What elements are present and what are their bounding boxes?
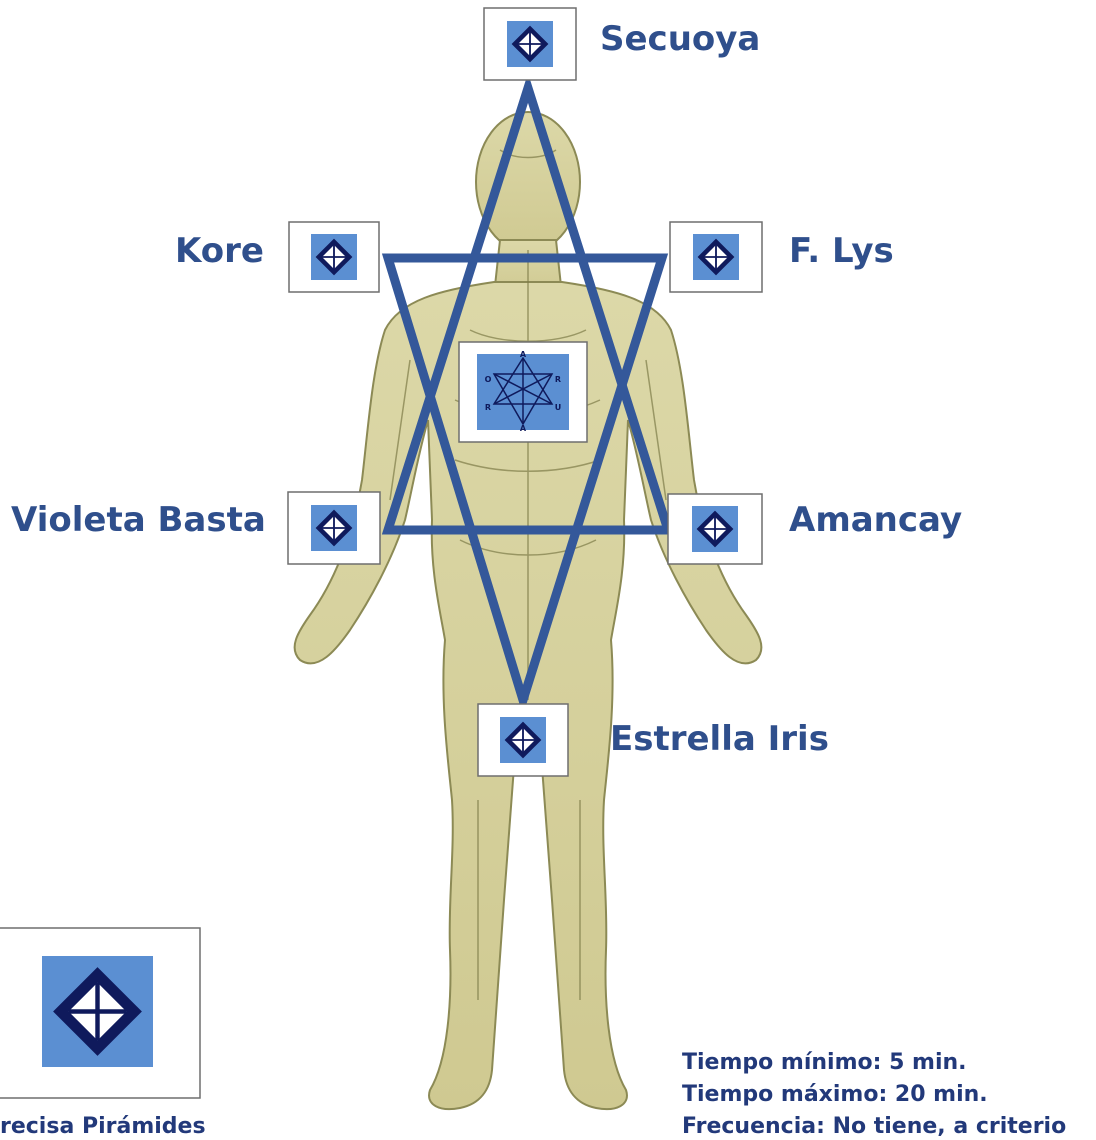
- label-estrella-iris: Estrella Iris: [610, 722, 829, 756]
- diamond-cross-icon: [311, 234, 357, 280]
- diamond-cross-icon: [693, 234, 739, 280]
- emblem-letter-top: A: [520, 350, 527, 359]
- marker-violeta-basta: [288, 492, 380, 564]
- label-secuoya: Secuoya: [600, 22, 760, 56]
- label-violeta-basta: Violeta Basta: [11, 503, 266, 537]
- body-detail-lines: [390, 150, 666, 1000]
- marker-f-lys: [670, 222, 762, 292]
- marker-kore: [289, 222, 379, 292]
- note-max-time: Tiempo máximo: 20 min.: [682, 1084, 988, 1106]
- note-frequency: Frecuencia: No tiene, a criterio: [682, 1116, 1066, 1138]
- legend-label: recisa Pirámides: [0, 1116, 206, 1138]
- marker-secuoya: [484, 8, 576, 80]
- emblem-letter-right-lower: U: [555, 403, 562, 412]
- label-kore: Kore: [175, 234, 264, 268]
- diamond-cross-icon: [692, 506, 738, 552]
- emblem-letter-left-lower: R: [485, 403, 491, 412]
- emblem-letter-left-upper: O: [485, 375, 492, 384]
- diamond-cross-icon: [500, 717, 546, 763]
- diamond-cross-icon: [507, 21, 553, 67]
- label-f-lys: F. Lys: [789, 234, 894, 268]
- emblem-letter-bottom: A: [520, 424, 527, 433]
- diamond-cross-icon: [42, 956, 153, 1067]
- marker-amancay: [668, 494, 762, 564]
- marker-estrella-iris: [478, 704, 568, 776]
- note-min-time: Tiempo mínimo: 5 min.: [682, 1052, 967, 1074]
- center-emblem: A O R R U A: [459, 342, 587, 442]
- diamond-cross-icon: [311, 505, 357, 551]
- legend-pyramid-icon: [0, 928, 200, 1098]
- emblem-letter-right-upper: R: [555, 375, 561, 384]
- label-amancay: Amancay: [789, 503, 962, 537]
